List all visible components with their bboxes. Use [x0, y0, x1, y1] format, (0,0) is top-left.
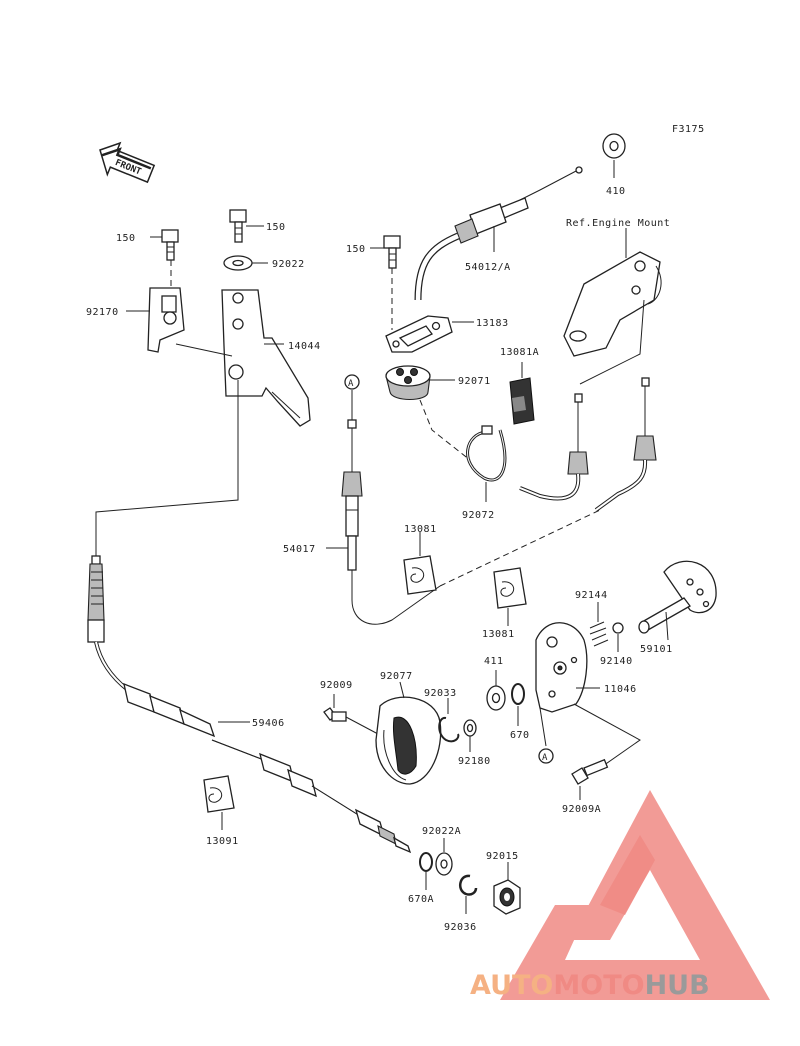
label-13091: 13091: [206, 836, 239, 847]
bolt-150-left: [150, 229, 179, 286]
label-92009: 92009: [320, 680, 353, 691]
label-13081a: 13081A: [500, 347, 539, 358]
clamp-13081-right: [493, 567, 527, 626]
bolt-92009: [323, 694, 379, 735]
washer-92022: [223, 255, 268, 271]
label-92022: 92022: [272, 259, 305, 270]
label-92170: 92170: [86, 307, 119, 318]
label-11046: 11046: [604, 684, 637, 695]
label-59406: 59406: [252, 718, 285, 729]
label-92036: 92036: [444, 922, 477, 933]
bolt-150-right: [370, 235, 401, 330]
callout-a-upper: A: [348, 379, 354, 389]
figure-code: F3175: [672, 124, 705, 135]
washer-92022a: [435, 838, 453, 876]
clamp-13081a: [509, 362, 535, 425]
watermark-logo: AUTOMOTOHUB: [470, 790, 770, 1001]
front-arrow: FRONT: [99, 141, 156, 184]
label-92072: 92072: [462, 510, 495, 521]
clamp-13091: [203, 775, 235, 830]
label-59101: 59101: [640, 644, 673, 655]
label-411: 411: [484, 656, 504, 667]
watermark-auto: AUTO: [470, 970, 553, 1001]
label-13183: 13183: [476, 318, 509, 329]
washer-92180: [463, 719, 477, 752]
circlip-92033: [438, 698, 460, 743]
label-92140: 92140: [600, 656, 633, 667]
throttle-cable-54012a: [414, 166, 583, 301]
label-92180: 92180: [458, 756, 491, 767]
nut-92015: [493, 862, 521, 915]
cable-59406: [87, 488, 412, 854]
bracket-14044: [175, 289, 311, 488]
clamp-13081-left: [403, 532, 437, 595]
label-92071: 92071: [458, 376, 491, 387]
label-92144: 92144: [575, 590, 608, 601]
clip-92036: [458, 874, 478, 914]
plate-13183: [385, 315, 474, 353]
label-13081-left: 13081: [404, 524, 437, 535]
label-150-left: 150: [116, 233, 136, 244]
label-150-top: 150: [266, 222, 286, 233]
oring-670: [511, 683, 525, 726]
label-54012a: 54012/A: [465, 262, 511, 273]
svg-text:AUTOMOTOHUB: AUTOMOTOHUB: [470, 970, 710, 1001]
grommet-92071: [385, 365, 471, 461]
engine-mount-ref: [563, 228, 662, 385]
label-92022a: 92022A: [422, 826, 461, 837]
label-54017: 54017: [283, 544, 316, 555]
knob-92077: [375, 681, 442, 785]
ball-92140: [612, 622, 624, 652]
label-410: 410: [606, 186, 626, 197]
lever-59101: [638, 560, 717, 641]
label-13081-right: 13081: [482, 629, 515, 640]
washer-410: [602, 133, 626, 178]
callout-a-lower: A: [542, 753, 548, 763]
label-92009a: 92009A: [562, 804, 601, 815]
ref-engine-mount-label: Ref.Engine Mount: [566, 218, 670, 229]
label-670a: 670A: [408, 894, 434, 905]
label-92033: 92033: [424, 688, 457, 699]
cable-54017: A: [326, 374, 601, 625]
watermark-hub: HUB: [645, 970, 710, 1001]
housing-11046: A: [535, 622, 641, 769]
bolt-92009a: [571, 758, 609, 800]
bolt-150-top: [229, 209, 264, 243]
choke-cables: [519, 377, 657, 512]
label-670: 670: [510, 730, 530, 741]
label-92015: 92015: [486, 851, 519, 862]
watermark-moto: MOTO: [553, 970, 644, 1001]
label-14044: 14044: [288, 341, 321, 352]
bracket-92170: [126, 287, 185, 353]
washer-411: [486, 670, 506, 711]
spring-92144: [589, 602, 609, 647]
label-92077: 92077: [380, 671, 413, 682]
label-150-right: 150: [346, 244, 366, 255]
tie-band-92072: [466, 425, 507, 502]
oring-670a: [419, 852, 433, 890]
